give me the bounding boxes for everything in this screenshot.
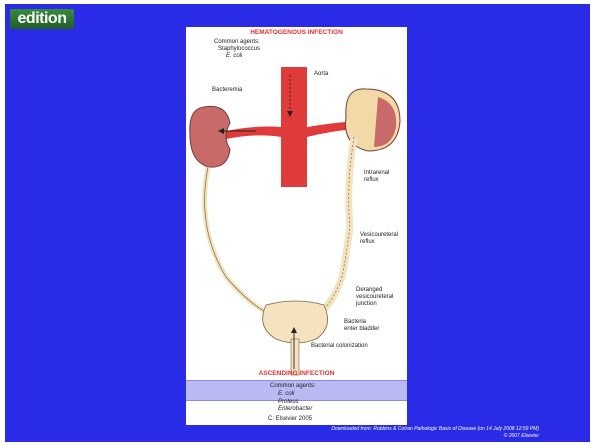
common-agents-bottom-label: Common agents: xyxy=(270,383,316,390)
figure-copyright: C: Elsevier 2005 xyxy=(268,416,312,423)
deranged-label: Deranged xyxy=(356,287,382,294)
enter-bladder-label: enter bladder xyxy=(344,326,379,333)
agent-ecoli-top-label: E. coli xyxy=(226,53,242,60)
edition-logo: edition xyxy=(10,9,74,29)
left-renal-artery xyxy=(226,127,281,140)
aorta-label: Aorta xyxy=(314,71,328,78)
bacterial-colonization-label: Bacterial colonization xyxy=(311,343,368,350)
pyelonephritis-figure: HEMATOGENOUS INFECTION Common agents: St… xyxy=(186,27,407,425)
reflux-label-2: reflux xyxy=(360,239,375,246)
hematogenous-title: HEMATOGENOUS INFECTION xyxy=(186,29,407,36)
ascending-title: ASCENDING INFECTION xyxy=(186,370,407,377)
vesicoureteral-label: Vesicoureteral xyxy=(360,232,398,239)
aorta-shape xyxy=(281,67,307,187)
footer-copyright: © 2007 Elsevier xyxy=(504,433,539,439)
bacteria-label: Bacteria xyxy=(344,319,366,326)
reflux-label-1: reflux xyxy=(364,177,379,184)
bacteremia-label: Bacteremia xyxy=(212,87,242,94)
intrarenal-label: Intrarenal xyxy=(364,170,389,177)
agent-enterobacter-label: Enterobacter xyxy=(278,406,312,413)
agent-staph-label: Staphylococcus xyxy=(218,46,260,53)
agent-proteus-label: Proteus xyxy=(278,399,299,406)
left-kidney xyxy=(190,106,230,167)
bladder xyxy=(263,301,328,343)
logo-text: edition xyxy=(18,10,67,28)
vesicoureteral-junction-label: vesicoureteral xyxy=(356,294,393,301)
download-note: Downloaded from: Robbins & Cotran Pathol… xyxy=(331,426,539,432)
right-ureter xyxy=(310,137,354,323)
common-agents-top-label: Common agents: xyxy=(214,39,260,46)
left-ureter xyxy=(205,167,272,315)
junction-label: junction xyxy=(356,301,377,308)
agent-ecoli-bottom-label: E. coli xyxy=(278,391,294,398)
